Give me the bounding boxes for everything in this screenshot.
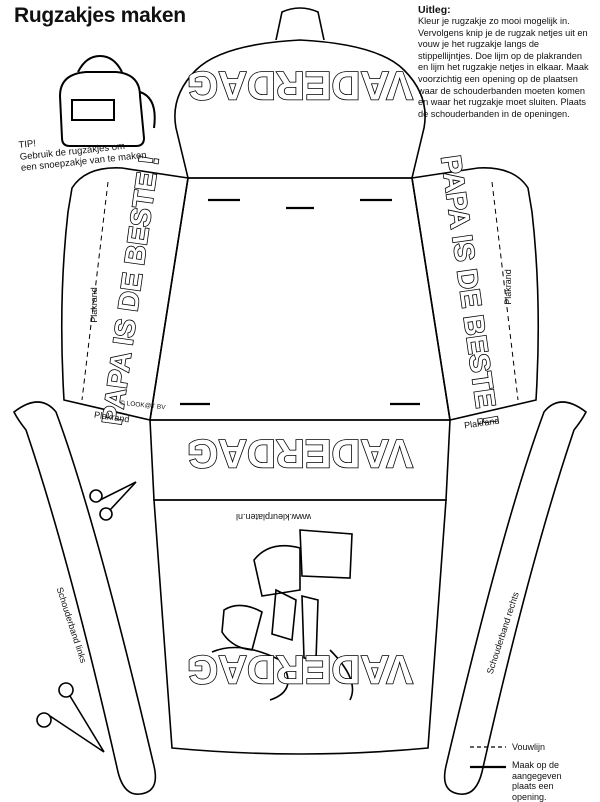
website-url: www.kleurplaten.nl	[236, 512, 312, 522]
glue-edge-right: Plakrand	[502, 269, 513, 305]
top-flap-outline	[174, 39, 426, 179]
backpack-icon	[58, 54, 156, 147]
legend-cut: Maak op de aangegeven plaats een opening…	[470, 760, 570, 802]
dashed-line-icon	[470, 746, 506, 748]
right-strap	[443, 401, 588, 795]
left-side-panel	[60, 167, 189, 421]
page-title: Rugzakjes maken	[14, 4, 186, 27]
solid-line-icon	[470, 765, 506, 769]
left-strap	[12, 401, 157, 795]
scissors-icon	[89, 481, 137, 521]
vaderdag-flap: VADERDAG	[187, 63, 413, 107]
top-tab	[275, 7, 325, 41]
vaderdag-bottom: VADERDAG	[187, 647, 413, 691]
instructions-text: Kleur je rugzakje zo mooi mogelijk in. V…	[418, 16, 589, 119]
legend-fold-text: Vouwlijn	[512, 742, 546, 752]
instructions-heading: Uitleg:	[418, 4, 451, 16]
glue-edge-left: Plakrand	[88, 287, 99, 323]
bottom-panel	[153, 499, 447, 755]
legend-fold: Vouwlijn	[470, 742, 545, 753]
drill-illustration	[211, 529, 354, 701]
top-panel	[149, 177, 451, 421]
vaderdag-front: VADERDAG	[187, 431, 413, 475]
scissors-icon-2	[36, 682, 105, 753]
right-side-panel	[411, 167, 540, 421]
legend-cut-text: Maak op de aangegeven plaats een opening…	[512, 760, 562, 802]
